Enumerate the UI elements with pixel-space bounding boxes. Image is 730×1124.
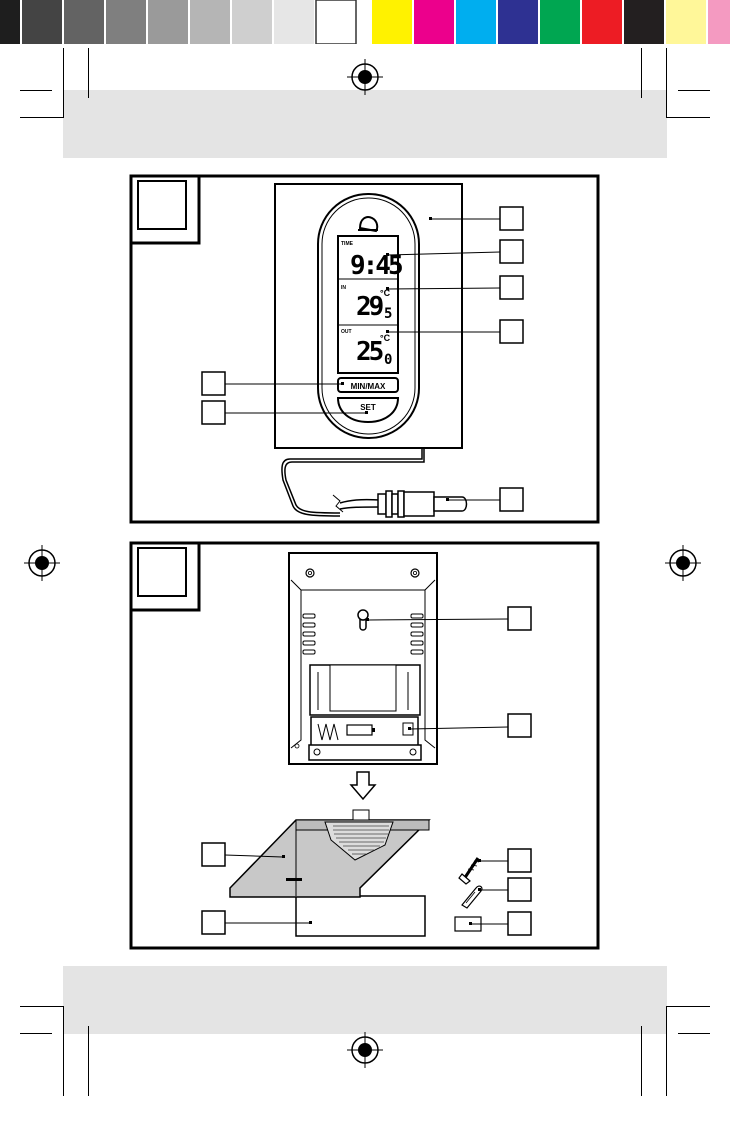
sensor-cable [339, 506, 381, 510]
crop-mark [20, 90, 52, 91]
time-readout: 9:45 [350, 251, 402, 281]
crop-mark [20, 1006, 64, 1007]
time-label: TIME [341, 241, 354, 247]
minmax-button-label: MIN/MAX [351, 382, 386, 391]
indoor-temperature-integer: 29 [356, 292, 383, 322]
color-swatch [708, 0, 730, 44]
callout-box [478, 848, 532, 873]
color-swatch [456, 0, 496, 44]
gray-swatch [148, 0, 188, 44]
callout-box [478, 877, 532, 902]
sensor-cable [339, 498, 381, 504]
callout-box [469, 911, 532, 936]
callout-box [201, 371, 344, 396]
figure-tab [131, 176, 201, 245]
color-swatch [414, 0, 454, 44]
outdoor-sensor [377, 490, 468, 518]
callout-box [429, 206, 524, 231]
color-swatch [372, 0, 412, 44]
callout-box [386, 239, 524, 264]
crop-mark [88, 1026, 89, 1096]
figure-frame [129, 541, 600, 950]
set-button-label: SET [360, 403, 376, 412]
figure-number-box [137, 180, 187, 230]
screw-icon [458, 857, 480, 885]
lcd-screen [337, 235, 399, 374]
battery-icon [346, 724, 375, 736]
indoor-label: IN [341, 285, 346, 291]
crop-mark [641, 1026, 642, 1096]
callout-box [446, 487, 524, 512]
color-swatch [540, 0, 580, 44]
alarm-bell-icon [358, 216, 379, 233]
sensor-cable [281, 449, 423, 517]
wall-plug-icon [461, 885, 483, 909]
stand [229, 809, 431, 937]
gray-swatch [0, 0, 20, 44]
callout-box [201, 400, 368, 425]
color-calibration-bar [0, 0, 730, 44]
callout-box [201, 910, 312, 935]
outdoor-temperature-integer: 25 [356, 337, 383, 367]
color-swatch [624, 0, 664, 44]
gray-swatch [232, 0, 272, 44]
crop-mark [678, 1033, 710, 1034]
crop-mark [20, 1033, 52, 1034]
gray-swatch [190, 0, 230, 44]
crop-mark [63, 48, 64, 118]
crop-mark [88, 48, 89, 98]
crop-mark [63, 1006, 64, 1096]
outdoor-label: OUT [341, 329, 352, 335]
header-band [63, 90, 667, 158]
set-button[interactable] [336, 397, 400, 424]
keyhole-icon [357, 609, 369, 631]
color-swatch [582, 0, 622, 44]
crop-mark [641, 48, 642, 98]
figure-number-box [137, 547, 187, 597]
callout-box [366, 606, 532, 631]
outdoor-temperature-decimal: 0 [384, 352, 392, 368]
figure-tab [131, 543, 201, 612]
minmax-button[interactable] [337, 377, 399, 393]
callout-box [408, 713, 532, 738]
callout-box [386, 319, 524, 344]
gray-swatch [106, 0, 146, 44]
indoor-temperature-decimal: 5 [384, 306, 392, 322]
figure-frame [129, 174, 600, 524]
footer-band [63, 966, 667, 1034]
color-swatch [666, 0, 706, 44]
crop-mark [678, 90, 710, 91]
registration-mark-icon [665, 545, 701, 581]
callout-box [201, 842, 285, 867]
outdoor-unit: °C [380, 333, 391, 343]
crop-mark [666, 48, 667, 118]
display-bezel-inner [321, 197, 416, 435]
crop-mark [20, 117, 64, 118]
color-swatch [498, 0, 538, 44]
crop-mark [666, 1006, 667, 1096]
cable-break-mark [332, 494, 344, 513]
gray-swatch [274, 0, 314, 44]
down-arrow-icon [349, 771, 377, 801]
crop-mark [666, 1006, 710, 1007]
sensor-cable [284, 449, 425, 514]
registration-mark-icon [347, 1032, 383, 1068]
registration-mark-icon [347, 59, 383, 95]
crop-mark [666, 117, 710, 118]
gray-swatch [64, 0, 104, 44]
gray-swatch [315, 0, 357, 44]
gray-swatch [22, 0, 62, 44]
callout-box [386, 275, 524, 300]
indoor-unit: °C [380, 288, 391, 298]
registration-mark-icon [24, 545, 60, 581]
